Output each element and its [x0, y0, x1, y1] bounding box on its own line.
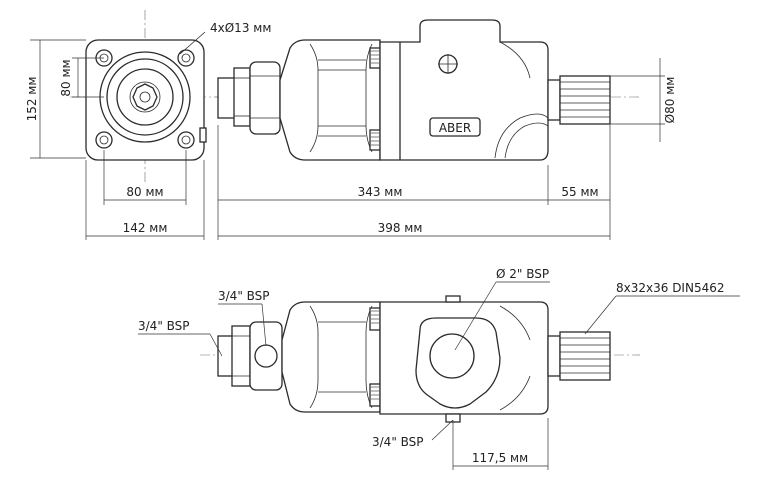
dim-bolt-horizontal: 80 мм: [126, 185, 163, 199]
brand-label: ABER: [439, 121, 471, 135]
label-port-bottom: 3/4" BSP: [372, 435, 424, 449]
front-view: [70, 10, 225, 185]
dim-port-offset: 117,5 мм: [472, 451, 528, 465]
dim-shaft-length: 55 мм: [561, 185, 598, 199]
dimensions-top: 152 мм 80 мм 80 мм 142 мм 4xØ13 мм 343 м…: [25, 21, 677, 240]
dim-total-length: 398 мм: [378, 221, 423, 235]
label-port-top: 3/4" BSP: [218, 289, 270, 303]
dim-flange-width: 142 мм: [123, 221, 168, 235]
dimensions-bottom: 3/4" BSP 3/4" BSP Ø 2" BSP 8x32x36 DIN54…: [138, 267, 740, 470]
label-spline: 8x32x36 DIN5462: [616, 281, 725, 295]
label-holes: 4xØ13 мм: [210, 21, 271, 35]
side-view: ABER: [215, 19, 640, 161]
dim-shaft-diameter: Ø80 мм: [663, 77, 677, 124]
brand-plate: [429, 117, 481, 137]
label-main-port: Ø 2" BSP: [496, 267, 549, 281]
label-port-left: 3/4" BSP: [138, 319, 190, 333]
bottom-view: [200, 295, 640, 423]
dim-flange-height: 152 мм: [25, 77, 39, 122]
dim-body-length: 343 мм: [358, 185, 403, 199]
dim-bolt-vertical: 80 мм: [59, 59, 73, 96]
